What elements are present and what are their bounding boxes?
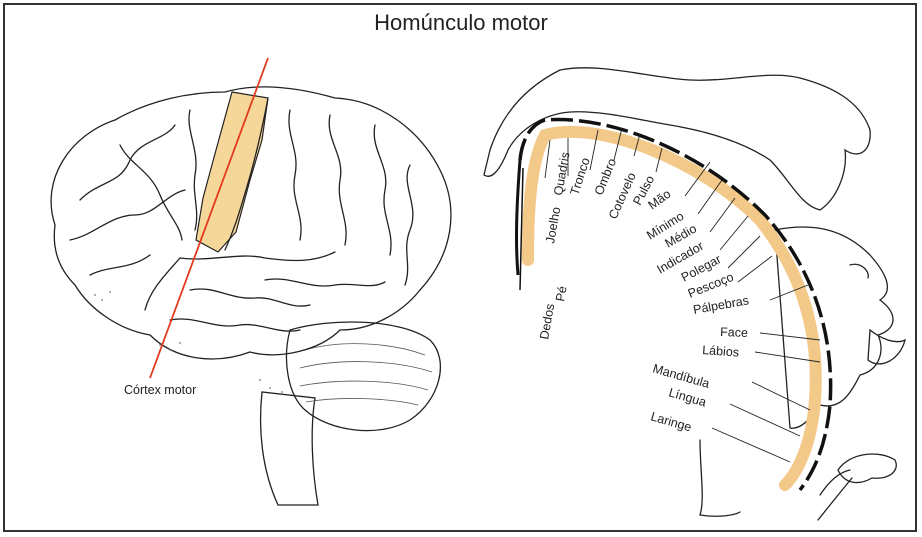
brainstem (261, 392, 318, 505)
label-face: Face (720, 325, 748, 340)
cerebellum (286, 322, 440, 431)
tongue (838, 454, 896, 483)
body-part-labels: Dedos Pé Joelho Quadris Tronco Ombro Cot… (537, 151, 750, 434)
label-palpebras: Pálpebras (692, 293, 750, 317)
label-dedos: Dedos (537, 302, 557, 340)
motor-cortex-cut-line (150, 58, 268, 378)
label-tronco: Tronco (568, 156, 593, 197)
face-outline (775, 227, 893, 428)
eye (850, 264, 868, 278)
label-pe: Pé (553, 285, 569, 303)
lateral-fissure (180, 252, 335, 260)
brain-illustration: Córtex motor (51, 58, 451, 505)
motor-cortex-region (196, 92, 268, 252)
label-laringe: Laringe (649, 409, 693, 434)
label-mandibula: Mandíbula (651, 361, 711, 391)
cortex-motor-label: Córtex motor (124, 383, 196, 397)
strip-left-edge (517, 160, 520, 275)
label-joelho: Joelho (543, 206, 563, 245)
label-labios: Lábios (702, 343, 740, 360)
label-ombro: Ombro (592, 156, 619, 197)
stipple-texture (94, 291, 283, 393)
mouth (868, 330, 905, 364)
